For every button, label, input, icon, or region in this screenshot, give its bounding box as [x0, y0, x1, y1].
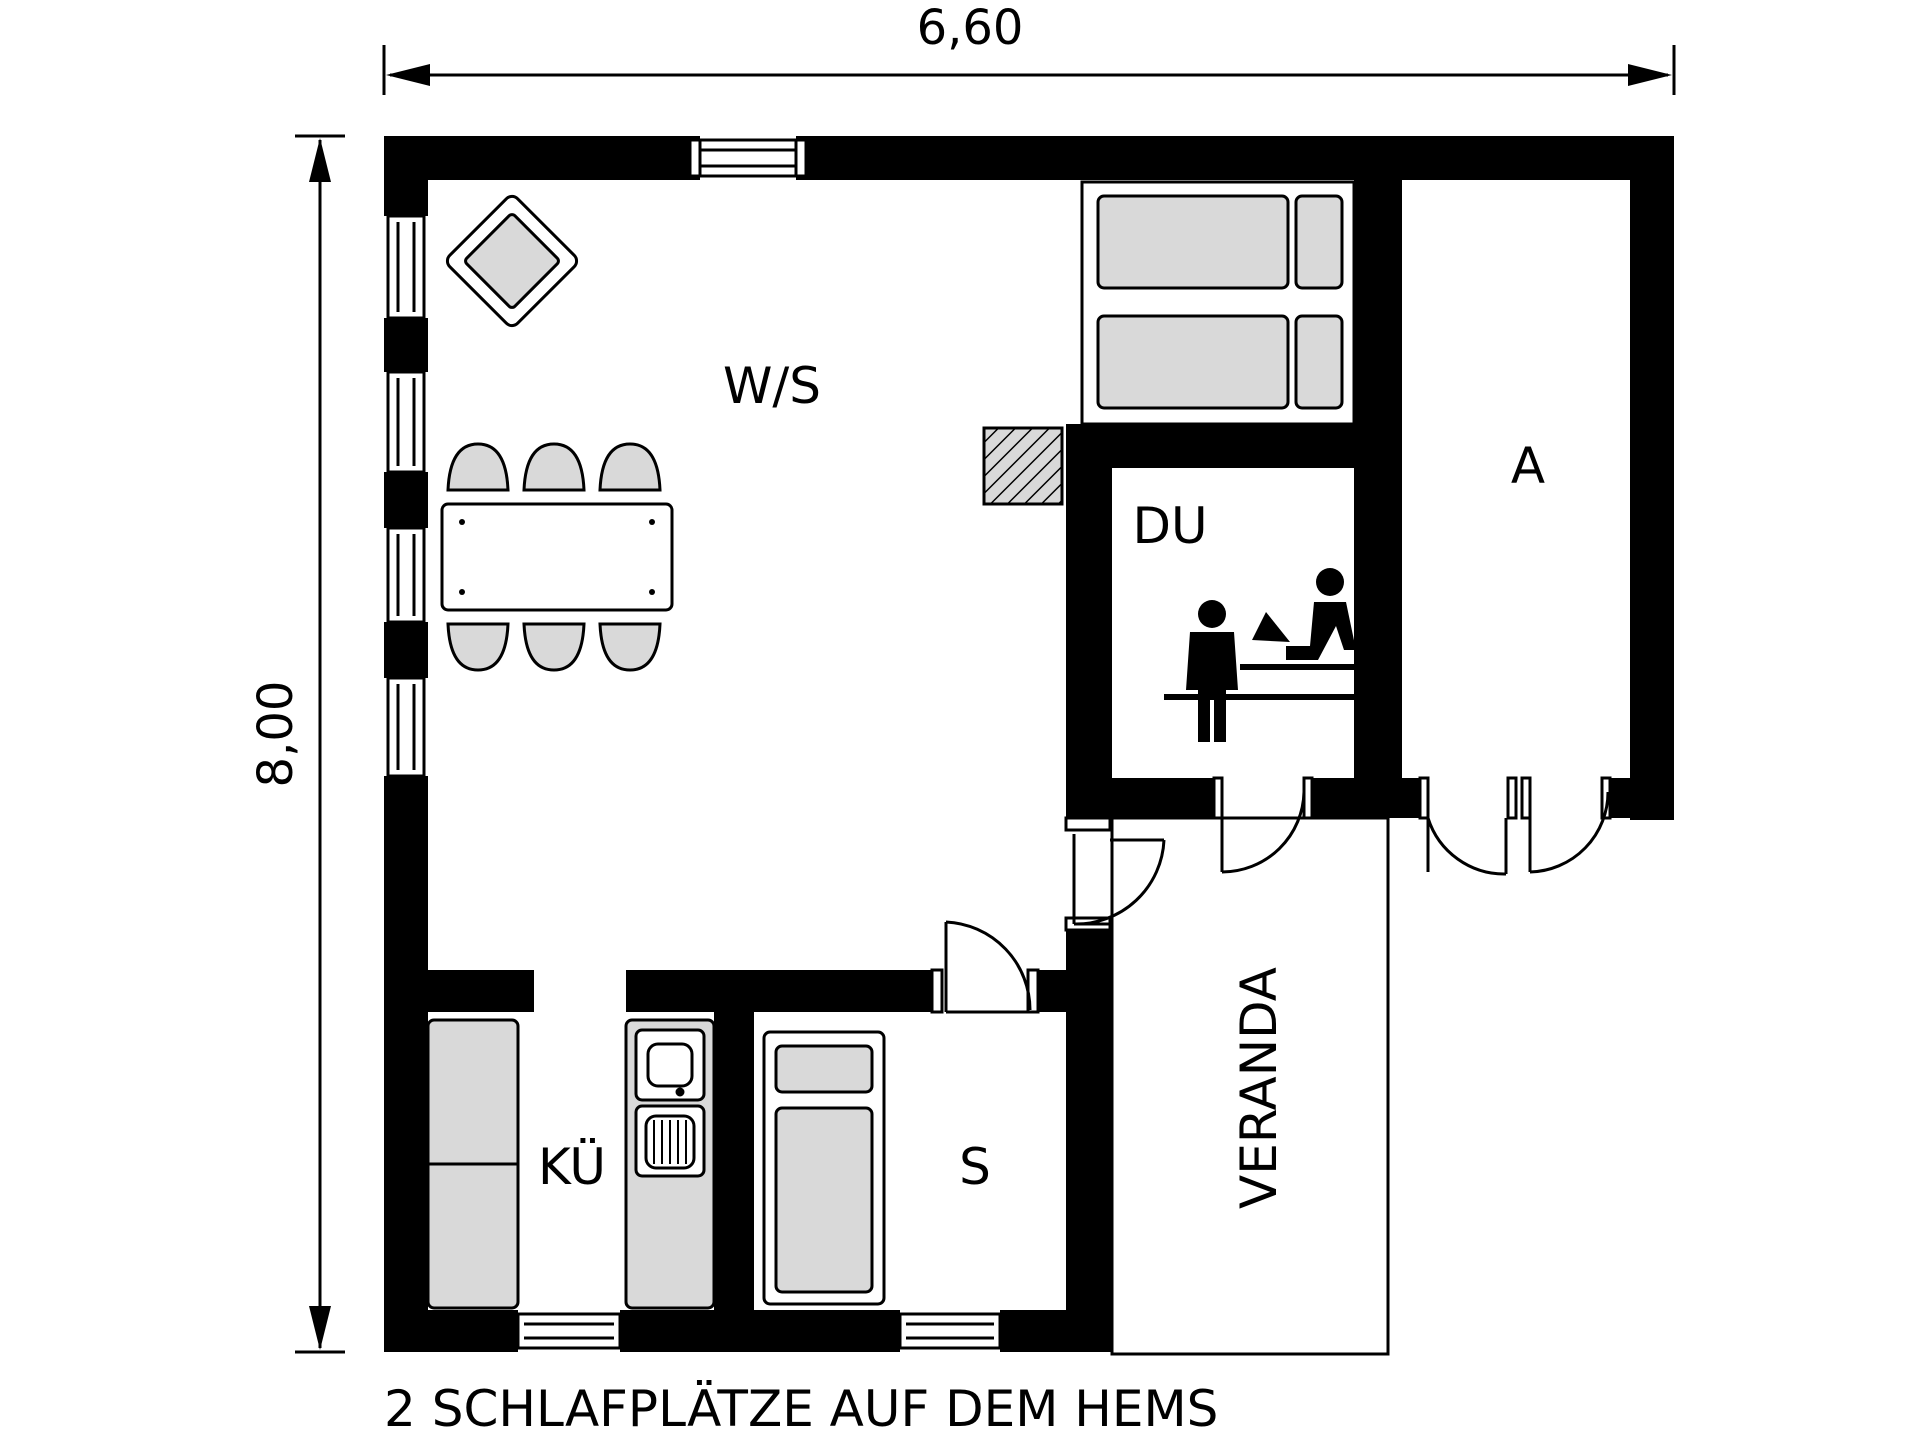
- chair-icon: [446, 622, 510, 672]
- bunk-bed-icon: [1080, 180, 1356, 426]
- chair-icon: [522, 622, 586, 672]
- sauna-icon: [1164, 568, 1360, 742]
- stove-icon: [982, 426, 1064, 506]
- chair-icon: [598, 442, 662, 492]
- dining-chairs: [446, 442, 662, 672]
- room-label-storage: A: [1511, 437, 1545, 495]
- sink-unit: [624, 1018, 716, 1310]
- width-dimension: [382, 45, 1676, 95]
- room-label-bedroom: S: [959, 1138, 991, 1196]
- room-label-veranda: VERANDA: [1230, 967, 1288, 1209]
- bed-icon: [762, 1030, 886, 1306]
- height-arrow-bottom: [309, 1306, 331, 1350]
- chair-icon: [446, 442, 510, 492]
- room-label-living: W/S: [723, 357, 821, 415]
- width-arrow-left: [386, 64, 430, 86]
- chair-icon: [598, 622, 662, 672]
- veranda-outline: [1110, 816, 1390, 1356]
- width-label: 6,60: [917, 0, 1024, 56]
- dining-table-icon: [440, 502, 674, 612]
- width-arrow-right: [1628, 64, 1672, 86]
- armchair-icon: [445, 194, 579, 328]
- height-label: 8,00: [248, 681, 304, 788]
- room-label-kitchen: KÜ: [538, 1138, 606, 1196]
- footer-note: 2 SCHLAFPLÄTZE AUF DEM HEMS: [384, 1380, 1218, 1438]
- room-label-shower: DU: [1132, 497, 1207, 555]
- kitchen-counter: [426, 1018, 520, 1310]
- height-arrow-top: [309, 138, 331, 182]
- chair-icon: [522, 442, 586, 492]
- windows: [386, 138, 1002, 1350]
- height-dimension: [295, 134, 345, 1354]
- walls: [384, 136, 1674, 1352]
